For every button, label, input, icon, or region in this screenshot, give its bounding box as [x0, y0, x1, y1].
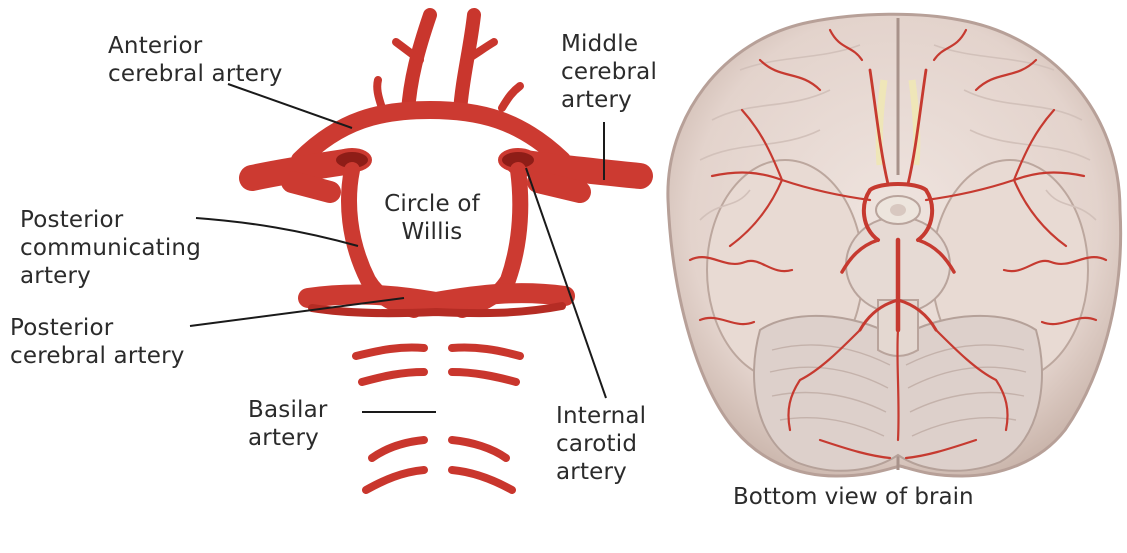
label-line: carotid	[556, 430, 646, 458]
label-line: Basilar	[248, 396, 328, 424]
label-line: Anterior	[108, 32, 283, 60]
label-line: artery	[561, 86, 657, 114]
leader-posterior-communicating	[196, 218, 358, 246]
label-circle-of-willis: Circle of Willis	[372, 190, 492, 246]
label-line: Circle of	[372, 190, 492, 218]
label-anterior-cerebral-artery: Anterior cerebral artery	[108, 32, 283, 88]
label-internal-carotid-artery: Internal carotid artery	[556, 402, 646, 486]
label-posterior-communicating-artery: Posterior communicating artery	[20, 206, 201, 290]
label-basilar-artery: Basilar artery	[248, 396, 328, 452]
brain-caption: Bottom view of brain	[733, 484, 974, 510]
label-line: Willis	[372, 218, 492, 246]
label-posterior-cerebral-artery: Posterior cerebral artery	[10, 314, 185, 370]
brain-bottom-view	[668, 14, 1121, 476]
label-middle-cerebral-artery: Middle cerebral artery	[561, 30, 657, 114]
label-line: cerebral artery	[108, 60, 283, 88]
label-line: Posterior	[10, 314, 185, 342]
label-line: communicating	[20, 234, 201, 262]
label-line: Middle	[561, 30, 657, 58]
label-line: Internal	[556, 402, 646, 430]
label-line: cerebral	[561, 58, 657, 86]
label-line: cerebral artery	[10, 342, 185, 370]
label-line: Posterior	[20, 206, 201, 234]
leader-internal-carotid	[526, 168, 606, 398]
leader-anterior-cerebral	[228, 84, 352, 128]
label-line: artery	[20, 262, 201, 290]
label-line: artery	[248, 424, 328, 452]
label-line: artery	[556, 458, 646, 486]
